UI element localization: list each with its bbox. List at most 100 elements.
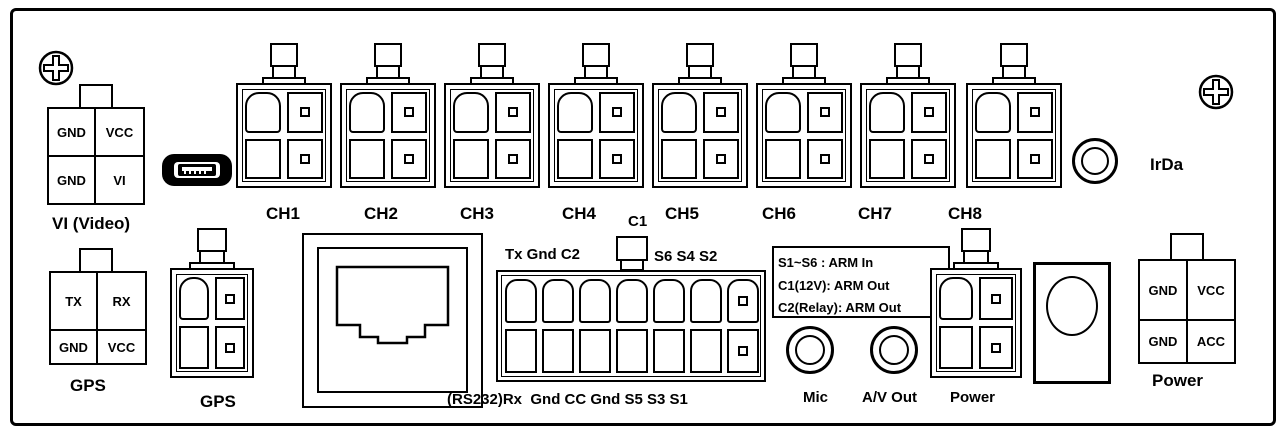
ch8-connector-pin-2-mark [1030, 107, 1040, 118]
ch5-connector-pin-4 [703, 138, 739, 179]
mic-jack-inner [795, 335, 825, 365]
ch3-connector-pin-2-mark [508, 107, 518, 118]
ch6-label: CH6 [762, 204, 797, 223]
ch2-connector-pin-2 [391, 92, 427, 133]
ch7-connector-pin-4-mark [924, 153, 934, 164]
usb-port-icon [162, 154, 232, 186]
ch3-connector-pin-2 [495, 92, 531, 133]
gps-connector-molex-pin-2-mark [225, 293, 235, 304]
power-connector-molex-latch-top [961, 228, 991, 252]
gps-connector-molex-pin-3 [179, 326, 209, 369]
ch4-connector-pin-3 [557, 138, 593, 179]
power-connector-molex-pin-4 [979, 326, 1013, 369]
ch4-connector-pin-1 [557, 92, 593, 133]
ch1-connector-pin-2-mark [300, 107, 310, 118]
io-pin-mark-1 [738, 296, 748, 306]
ch7-connector-pin-2 [911, 92, 947, 133]
ch6-connector-latch-top [790, 43, 818, 67]
power-connector-molex-pin-2-mark [991, 293, 1001, 304]
ch2-connector-pin-3 [349, 138, 385, 179]
ch4-connector-latch-top [582, 43, 610, 67]
ch1-connector-pin-2 [287, 92, 323, 133]
gps-rx: RX [96, 271, 147, 331]
io-pin-top-7 [727, 279, 759, 323]
vi-gnd-1: GND [47, 107, 96, 157]
io-connector-inner [501, 275, 761, 377]
ch1-label: CH1 [266, 204, 301, 223]
screw-icon-right [1198, 74, 1234, 110]
io-pin-top-4 [616, 279, 648, 323]
av-out-jack-icon [870, 326, 918, 374]
ch3-connector-pin-4-mark [508, 153, 518, 164]
power-connector-molex-pin-2 [979, 277, 1013, 320]
ch7-connector-pin-4 [911, 138, 947, 179]
ch1-connector-pin-4 [287, 138, 323, 179]
ch2-connector-pin-2-mark [404, 107, 414, 118]
ch7-connector-pin-2-mark [924, 107, 934, 118]
ch5-label: CH5 [665, 204, 700, 223]
gps-connector-molex-latch-top [197, 228, 227, 252]
io-pin-bottom-2 [542, 329, 574, 373]
ch7-connector-pin-3 [869, 138, 905, 179]
power-port-tab [1170, 233, 1204, 261]
ch8-label: CH8 [948, 204, 983, 223]
irda-sensor-icon [1072, 138, 1118, 184]
ch4-connector-pin-2-mark [612, 107, 622, 118]
io-pin-top-2 [542, 279, 574, 323]
ch5-connector-pin-2-mark [716, 107, 726, 118]
ch6-connector-pin-4-mark [820, 153, 830, 164]
power-connector-molex-pin-1 [939, 277, 973, 320]
ch5-connector-pin-3 [661, 138, 697, 179]
av-out-jack-inner [879, 335, 909, 365]
gps-tx: TX [49, 271, 98, 331]
legend-line-3: C2(Relay): ARM Out [778, 300, 902, 315]
power-connector-label: Power [950, 389, 996, 406]
ch5-connector-pin-1 [661, 92, 697, 133]
ch1-connector-pin-1 [245, 92, 281, 133]
vi-vcc: VCC [94, 107, 145, 157]
ch3-connector-latch-top [478, 43, 506, 67]
ch8-connector-pin-4 [1017, 138, 1053, 179]
ch5-connector-pin-4-mark [716, 153, 726, 164]
device-panel [10, 8, 1276, 426]
ch4-connector-pin-2 [599, 92, 635, 133]
ch5-connector-pin-2 [703, 92, 739, 133]
ch6-connector-pin-1 [765, 92, 801, 133]
io-pin-bottom-1 [505, 329, 537, 373]
ch5-connector-latch-top [686, 43, 714, 67]
ch8-connector-pin-4-mark [1030, 153, 1040, 164]
power-button-icon [1046, 276, 1098, 336]
power-acc: ACC [1186, 319, 1236, 364]
io-pin-bottom-6 [690, 329, 722, 373]
io-top-right-label: S6 S4 S2 [654, 248, 718, 265]
ch7-label: CH7 [858, 204, 893, 223]
vi-port-tab [79, 84, 113, 109]
gps-connector-molex-pin-1 [179, 277, 209, 320]
irda-sensor-inner [1081, 147, 1109, 175]
io-pin-mark-2 [738, 346, 748, 356]
io-pin-bottom-4 [616, 329, 648, 373]
power-port-title: Power [1152, 371, 1204, 390]
vi-gnd-2: GND [47, 155, 96, 205]
ch3-connector-pin-4 [495, 138, 531, 179]
io-pin-top-3 [579, 279, 611, 323]
ch7-connector-latch-top [894, 43, 922, 67]
gps-connector-molex-pin-4-mark [225, 342, 235, 353]
ch6-connector-pin-2 [807, 92, 843, 133]
io-c1-label: C1 [628, 213, 648, 230]
ch2-connector-pin-1 [349, 92, 385, 133]
gps-connector-molex-pin-4 [215, 326, 245, 369]
ch3-label: CH3 [460, 204, 495, 223]
ch8-connector-pin-1 [975, 92, 1011, 133]
ch1-connector-pin-4-mark [300, 153, 310, 164]
io-connector-tab [616, 236, 648, 261]
vi-vi: VI [94, 155, 145, 205]
ch7-connector-pin-1 [869, 92, 905, 133]
ch4-connector-pin-4-mark [612, 153, 622, 164]
ch8-connector-pin-3 [975, 138, 1011, 179]
io-pin-bottom-5 [653, 329, 685, 373]
io-pin-bottom-7 [727, 329, 759, 373]
power-gnd-1: GND [1138, 259, 1188, 321]
gps-connector-molex-pin-2 [215, 277, 245, 320]
vi-title: VI (Video) [52, 214, 131, 233]
